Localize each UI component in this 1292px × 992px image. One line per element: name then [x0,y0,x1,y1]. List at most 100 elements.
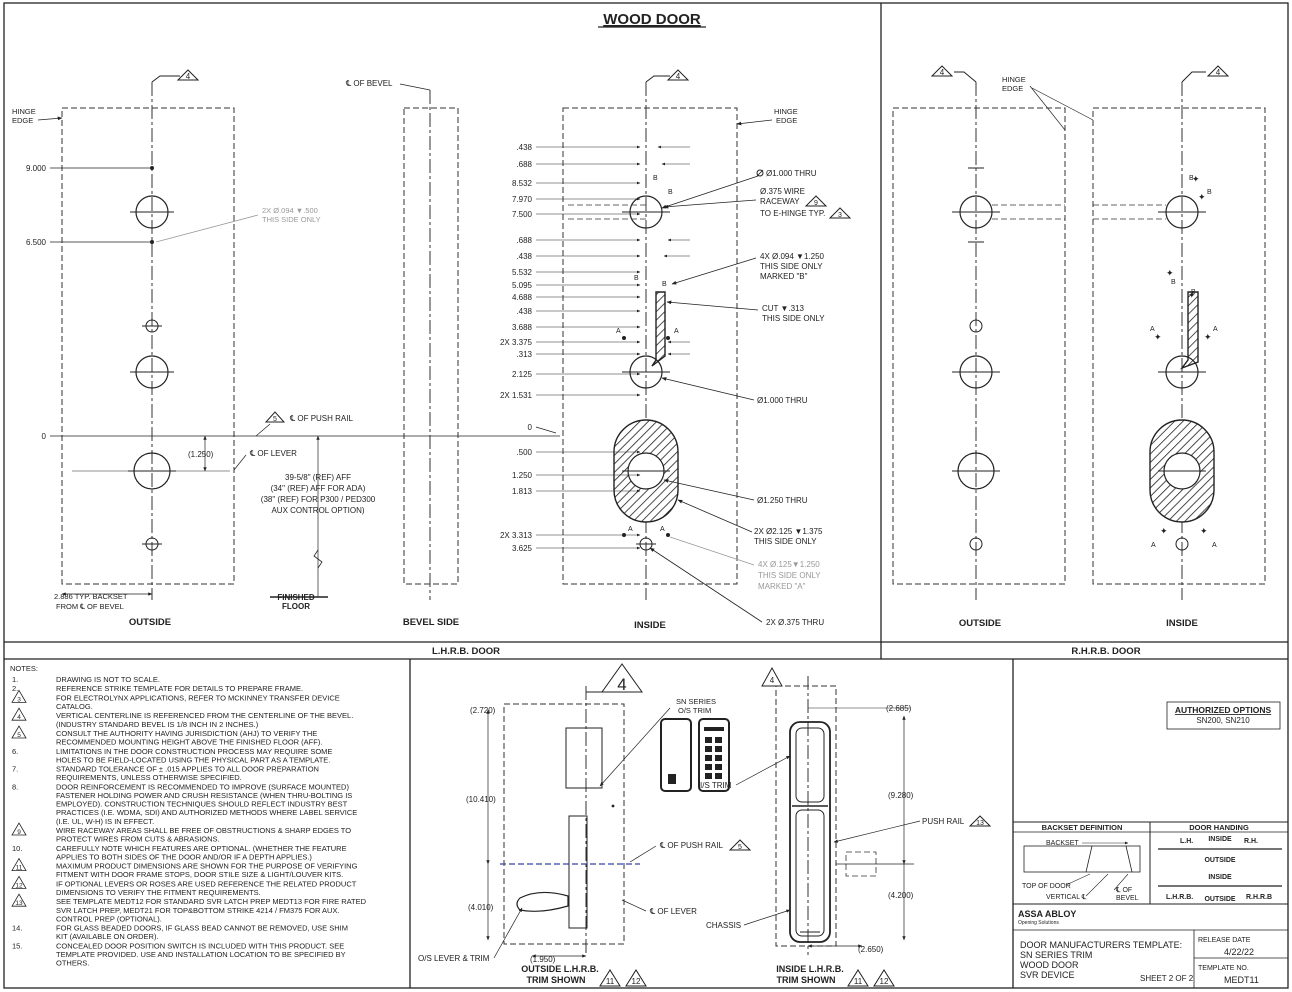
keypad-key [715,773,722,779]
svg-text:CONCEALED DOOR POSITION SWITCH: CONCEALED DOOR POSITION SWITCH IS INCLUD… [56,941,344,950]
svg-text:11: 11 [16,865,23,872]
svg-text:DOOR HANDING: DOOR HANDING [1189,823,1249,832]
svg-text:CHASSIS: CHASSIS [706,921,741,930]
notes-section: NOTES: 1.DRAWING IS NOT TO SCALE.2.REFER… [10,664,367,968]
svg-text:SHEET 2 OF 2: SHEET 2 OF 2 [1140,974,1194,983]
keypad-key [705,773,712,779]
svg-text:FITMENT WITH DOOR FRAME STOPS,: FITMENT WITH DOOR FRAME STOPS, DOOR STIL… [56,870,343,879]
svg-text:4: 4 [770,676,775,685]
svg-text:3: 3 [17,696,21,703]
dim-label: 5.532 [512,268,533,277]
svg-text:REFERENCE STRIKE TEMPLATE FOR: REFERENCE STRIKE TEMPLATE FOR DETAILS TO… [56,684,303,693]
svg-text:THIS SIDE ONLY: THIS SIDE ONLY [760,262,823,271]
svg-text:B: B [653,175,658,182]
drawing-frame [3,2,1289,989]
svg-text:FOR ELECTROLYNX APPLICATIONS,: FOR ELECTROLYNX APPLICATIONS, REFER TO M… [56,693,340,702]
keypad-key [715,737,722,743]
svg-text:✦: ✦ [1192,174,1200,184]
svg-text:4: 4 [676,72,681,81]
drawing-title: WOOD DOOR [603,11,701,28]
svg-text:(4.200): (4.200) [888,891,914,900]
dim-label: 2.125 [512,370,533,379]
svg-text:(I.E. UL, W-H) IS IN EFFECT.: (I.E. UL, W-H) IS IN EFFECT. [56,817,154,826]
svg-text:IF OPTIONAL LEVERS OR ROSES AR: IF OPTIONAL LEVERS OR ROSES ARE USED REF… [56,879,357,888]
svg-text:9: 9 [17,829,21,836]
note-item: 1. DRAWING IS NOT TO SCALE. [12,675,160,684]
keypad-key [705,764,712,770]
svg-text:℄ OF PUSH RAIL: ℄ OF PUSH RAIL [289,414,353,423]
svg-text:3: 3 [838,212,842,219]
dim-leader [535,426,557,434]
dim-label: 5.095 [512,281,533,290]
keypad-key [705,755,712,761]
svg-text:DOOR MANUFACTURERS TEMPLATE:: DOOR MANUFACTURERS TEMPLATE: [1020,940,1182,950]
svg-text:(1.250): (1.250) [188,450,214,459]
svg-text:A: A [1151,542,1156,549]
svg-text:OUTSIDE: OUTSIDE [1204,857,1235,864]
svg-text:(2.685): (2.685) [886,704,912,713]
svg-text:Opening Solutions: Opening Solutions [1018,920,1059,926]
svg-text:11: 11 [606,977,615,986]
svg-text:℄ OF LEVER: ℄ OF LEVER [249,449,297,458]
svg-text:FROM ℄ OF BEVEL: FROM ℄ OF BEVEL [56,602,124,611]
svg-text:TO E-HINGE TYP.: TO E-HINGE TYP. [760,209,825,218]
svg-text:✦: ✦ [1188,290,1196,300]
svg-text:(1.950): (1.950) [530,955,556,964]
svg-text:INSIDE: INSIDE [1208,874,1232,881]
svg-text:A: A [674,328,679,335]
svg-text:MARKED "B": MARKED "B" [760,272,808,281]
note-item: 14.FOR GLASS BEADED DOORS, IF GLASS BEAD… [12,924,348,942]
svg-text:1.: 1. [12,675,18,684]
svg-text:2.: 2. [12,684,18,693]
svg-text:EMPLOYED). CONSTRUCTION TECHNI: EMPLOYED). CONSTRUCTION TECHNIQUES SHOUL… [56,800,348,809]
svg-text:Ø.375 WIRE: Ø.375 WIRE [760,187,805,196]
svg-text:2X Ø2.125 ▼1.375: 2X Ø2.125 ▼1.375 [754,527,823,536]
svg-text:OUTSIDE: OUTSIDE [1204,896,1235,903]
label-outside-2: OUTSIDE [959,618,1001,629]
svg-text:4: 4 [1216,68,1221,77]
band-lhrb: L.H.R.B. DOOR [432,646,500,657]
label-outside-1: OUTSIDE [129,617,171,628]
svg-text:10.: 10. [12,844,22,853]
svg-text:RECOMMENDED MOUNTING HEIGHT AB: RECOMMENDED MOUNTING HEIGHT ABOVE THE FI… [56,738,322,747]
svg-text:CONTROL PREP (OPTIONAL).: CONTROL PREP (OPTIONAL). [56,914,162,923]
svg-text:INSIDE: INSIDE [1208,836,1232,843]
svg-text:CONSULT THE AUTHORITY HAVING J: CONSULT THE AUTHORITY HAVING JURISDICTIO… [56,729,317,738]
note-item: 15. CONCEALED DOOR POSITION SWITCH IS INC… [12,941,346,967]
svg-text:4/22/22: 4/22/22 [1224,947,1254,957]
svg-text:THIS SIDE ONLY: THIS SIDE ONLY [262,215,321,224]
svg-text:VERTICAL CENTERLINE IS REFEREN: VERTICAL CENTERLINE IS REFERENCED FROM T… [56,711,353,720]
svg-text:AUX CONTROL OPTION): AUX CONTROL OPTION) [271,506,364,515]
svg-text:(INDUSTRY STANDARD BEVEL IS 1/: (INDUSTRY STANDARD BEVEL IS 1/8 INCH IN … [56,720,259,729]
svg-text:MARKED "A": MARKED "A" [758,582,806,591]
svg-text:SN SERIES TRIM: SN SERIES TRIM [1020,950,1092,960]
note-item: 6.LIMITATIONS IN THE DOOR CONSTRUCTION P… [12,747,332,765]
svg-text:DRAWING IS NOT TO SCALE.: DRAWING IS NOT TO SCALE. [56,675,160,684]
svg-text:(9.280): (9.280) [888,791,914,800]
svg-text:(4.010): (4.010) [468,903,494,912]
svg-text:DIMENSIONS TO VERIFY THE FITME: DIMENSIONS TO VERIFY THE FITMENT REQUIRE… [56,888,261,897]
band-rhrb: R.H.R.B. DOOR [1071,646,1140,657]
inside-dimension-ladder: .438.6888.5327.9707.500.688.4385.5325.09… [500,143,690,553]
svg-text:✦: ✦ [1204,332,1212,342]
svg-text:CUT ▼.313: CUT ▼.313 [762,304,805,313]
svg-text:BEVEL: BEVEL [1116,895,1139,902]
svg-text:12: 12 [880,977,889,986]
trim-details: 4 (2.720) (10.410) (4.010) (1.950) O/S L… [418,663,992,987]
note-item: 7.STANDARD TOLERANCE OF ± .015 APPLIES T… [12,765,319,783]
inside-view-lhrb: 4 HINGE EDGE A A A A B B B B [562,69,798,600]
keypad-key [705,737,712,743]
svg-text:REQUIREMENTS, UNLESS OTHERWISE: REQUIREMENTS, UNLESS OTHERWISE SPECIFIED… [56,773,242,782]
svg-text:15.: 15. [12,941,22,950]
svg-text:B: B [662,281,667,288]
outside-view-lhrb: 4 9.000 6.500 HINGE EDGE 2X Ø.094 ▼.500 … [12,69,560,628]
svg-text:B: B [1207,189,1212,196]
svg-text:THIS SIDE ONLY: THIS SIDE ONLY [762,314,825,323]
svg-text:A: A [1213,326,1218,333]
svg-text:TRIM SHOWN: TRIM SHOWN [527,975,586,985]
